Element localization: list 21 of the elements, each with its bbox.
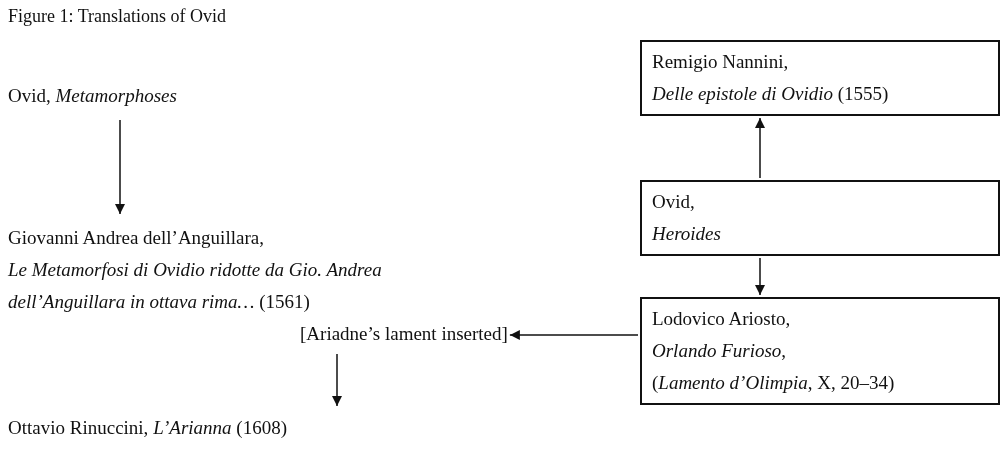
text-label: Ovid, Metamorphoses: [8, 80, 308, 112]
text-label: Ottavio Rinuccini, L’Arianna (1608): [8, 412, 428, 444]
box-text: Heroides: [652, 222, 722, 246]
text-label: Le Metamorfosi di Ovidio ridotte da Gio. Andrea dell’Anguillara in ottava rima… (1561): [8, 258, 383, 314]
figure-title: Figure 1: Translations of Ovid: [8, 6, 226, 27]
box-text: Orlando Furioso,: [652, 339, 788, 363]
box-text: Delle epistole di Ovidio (1555): [652, 82, 890, 106]
text-label: [Ariadne’s lament inserted]: [300, 318, 508, 350]
arrow: [755, 117, 765, 179]
text-box: [640, 180, 1000, 256]
arrow: [115, 119, 125, 215]
box-text: Remigio Nannini,: [652, 50, 790, 74]
arrow: [755, 257, 765, 296]
box-text: Lodovico Ariosto,: [652, 307, 792, 331]
text-box: [640, 297, 1000, 405]
arrow: [509, 330, 639, 340]
arrow: [332, 353, 342, 407]
box-text: (Lamento d’Olimpia, X, 20–34): [652, 371, 896, 395]
text-box: [640, 40, 1000, 116]
box-text: Ovid,: [652, 190, 696, 214]
text-label: Giovanni Andrea dell’Anguillara,: [8, 226, 265, 250]
